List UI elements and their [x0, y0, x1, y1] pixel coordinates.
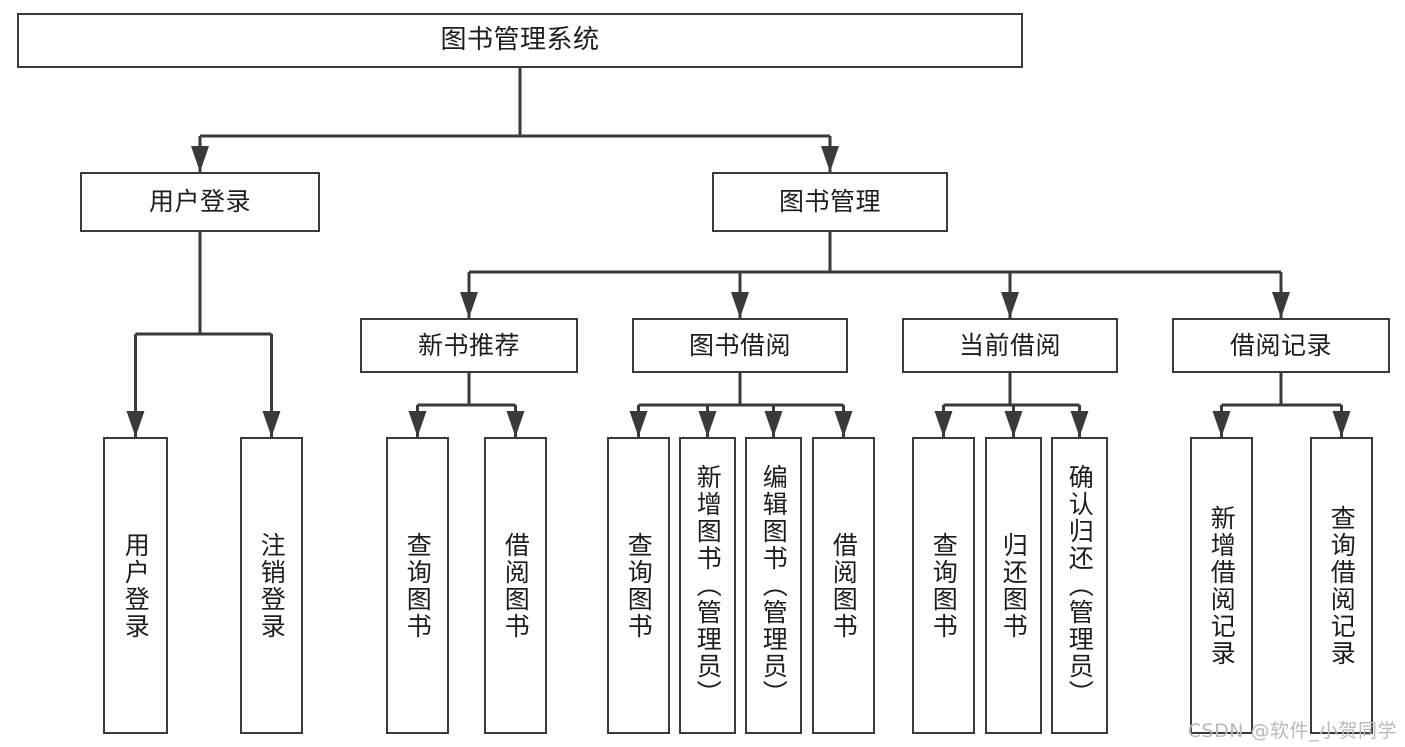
node-borrow-records[interactable]: 借阅记录 — [1172, 318, 1390, 373]
leaf-logout[interactable]: 注销登录 — [240, 437, 303, 734]
leaf-query-book-current-label: 查询图书 — [929, 531, 959, 640]
node-book-management-label: 图书管理 — [778, 187, 881, 217]
leaf-confirm-return-admin[interactable]: 确认归还（管理员） — [1051, 437, 1108, 734]
leaf-query-book[interactable]: 查询图书 — [607, 437, 670, 734]
node-current-borrow[interactable]: 当前借阅 — [902, 318, 1118, 373]
watermark: CSDN @软件_小贺同学 — [1187, 720, 1397, 742]
leaf-borrow-book-recommend-label: 借阅图书 — [501, 531, 531, 640]
leaf-borrow-book-recommend[interactable]: 借阅图书 — [484, 437, 547, 734]
leaf-add-book-admin[interactable]: 新增图书（管理员） — [679, 437, 736, 734]
leaf-add-book-admin-label: 新增图书（管理员） — [693, 464, 723, 707]
leaf-borrow-book-label: 借阅图书 — [829, 531, 859, 640]
node-new-book-recommend-label: 新书推荐 — [417, 330, 520, 360]
node-book-management[interactable]: 图书管理 — [712, 172, 948, 232]
leaf-query-book-current[interactable]: 查询图书 — [912, 437, 975, 734]
node-current-borrow-label: 当前借阅 — [958, 330, 1061, 360]
leaf-add-borrow-record-label: 新增借阅记录 — [1207, 504, 1237, 667]
node-root[interactable]: 图书管理系统 — [17, 13, 1023, 68]
leaf-query-borrow-record-label: 查询借阅记录 — [1327, 504, 1357, 667]
leaf-query-book-recommend[interactable]: 查询图书 — [386, 437, 449, 734]
leaf-borrow-book[interactable]: 借阅图书 — [812, 437, 875, 734]
node-book-borrow-label: 图书借阅 — [688, 330, 791, 360]
leaf-query-borrow-record[interactable]: 查询借阅记录 — [1310, 437, 1373, 734]
leaf-query-book-label: 查询图书 — [624, 531, 654, 640]
leaf-logout-label: 注销登录 — [257, 531, 287, 640]
node-book-borrow[interactable]: 图书借阅 — [632, 318, 848, 373]
node-user-login[interactable]: 用户登录 — [80, 172, 320, 232]
node-borrow-records-label: 借阅记录 — [1229, 330, 1332, 360]
leaf-user-login[interactable]: 用户登录 — [103, 437, 168, 734]
leaf-add-borrow-record[interactable]: 新增借阅记录 — [1190, 437, 1253, 734]
leaf-edit-book-admin-label: 编辑图书（管理员） — [759, 464, 789, 707]
leaf-user-login-label: 用户登录 — [121, 531, 151, 640]
leaf-return-book[interactable]: 归还图书 — [985, 437, 1042, 734]
leaf-edit-book-admin[interactable]: 编辑图书（管理员） — [745, 437, 802, 734]
leaf-return-book-label: 归还图书 — [999, 531, 1029, 640]
node-root-label: 图书管理系统 — [440, 25, 600, 56]
leaf-confirm-return-admin-label: 确认归还（管理员） — [1065, 464, 1095, 707]
node-user-login-label: 用户登录 — [148, 187, 251, 217]
node-new-book-recommend[interactable]: 新书推荐 — [360, 318, 578, 373]
leaf-query-book-recommend-label: 查询图书 — [403, 531, 433, 640]
